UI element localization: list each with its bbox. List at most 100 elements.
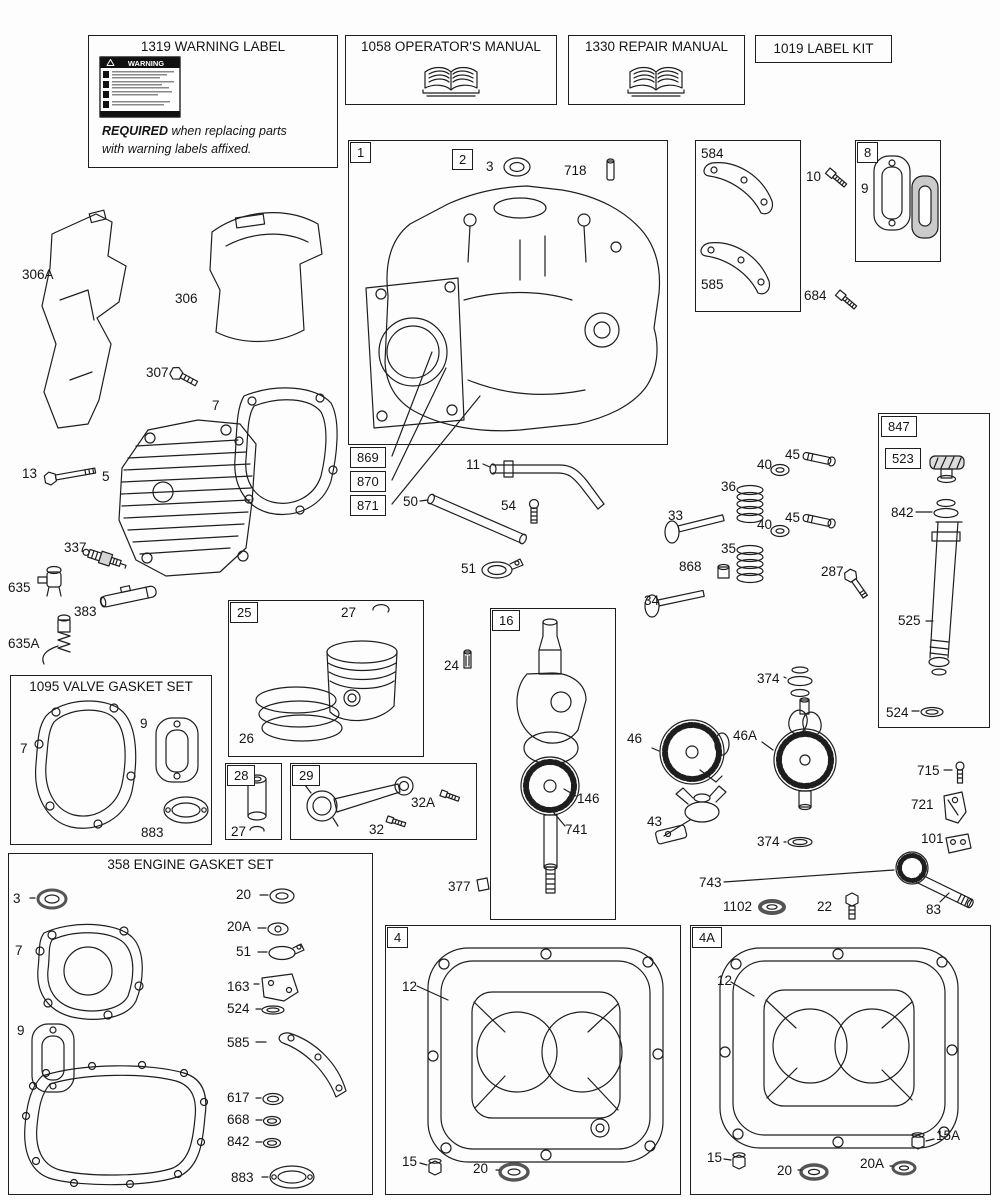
assembly-box-16-crankshaft: [490, 608, 616, 920]
assembly-ref-box-4A: 4A: [692, 927, 722, 948]
intake-gasket-9-drawing: [873, 155, 911, 231]
cam-gear-46-drawing: [651, 719, 730, 785]
part-number-15: 15: [402, 1154, 418, 1169]
kit-title-operators-manual: 1058 OPERATOR'S MANUAL: [361, 39, 541, 54]
exhaust-gasket-gasketset-drawing: [31, 1023, 75, 1093]
part-number-585: 585: [227, 1035, 250, 1050]
piston-pin-clip-drawing: [372, 604, 390, 613]
oil-sump-drawing: [416, 947, 664, 1163]
assembly-ref-box-523: 523: [885, 448, 921, 469]
part-number-26: 26: [239, 731, 255, 746]
part-number-46: 46: [627, 731, 643, 746]
part-number-668: 668: [227, 1112, 250, 1127]
part-number-374: 374: [757, 671, 780, 686]
part-number-617: 617: [227, 1090, 250, 1105]
governor-washer-374b-drawing: [783, 836, 813, 848]
part-number-5: 5: [102, 469, 110, 484]
part-number-635A: 635A: [8, 636, 40, 651]
piston-27-drawing: [326, 640, 398, 722]
part-number-7: 7: [212, 398, 220, 413]
bracket-gasket-163-drawing: [253, 973, 299, 1002]
part-number-51: 51: [236, 944, 252, 959]
valve-spring-35-drawing: [736, 544, 764, 584]
assembly-ref-box-28: 28: [227, 765, 256, 786]
set-box-1095-valve-gasket: 1095 VALVE GASKET SET: [10, 675, 212, 845]
part-number-9: 9: [17, 1023, 25, 1038]
part-number-12: 12: [402, 979, 418, 994]
screw-715-drawing: [943, 761, 965, 784]
gasket-883-gasketset-drawing: [261, 1165, 315, 1189]
part-number-524: 524: [886, 705, 909, 720]
part-number-1102: 1102: [723, 899, 753, 914]
part-number-715: 715: [917, 763, 940, 778]
part-number-20A: 20A: [227, 919, 252, 934]
part-number-721: 721: [911, 797, 934, 812]
kit-box-warning-label: 1319 WARNING LABEL REQUIRED when replaci…: [88, 35, 338, 168]
governor-assembly-43-drawing: [655, 785, 727, 845]
camshaft-46A-drawing: [761, 697, 837, 811]
bracket-721-drawing: [943, 791, 967, 824]
part-number-36: 36: [721, 479, 737, 494]
part-number-3: 3: [13, 891, 21, 906]
oil-pipe-11-drawing: [482, 460, 605, 510]
part-number-3: 3: [486, 159, 494, 174]
assembly-box-29-rod: [290, 763, 477, 840]
valve-cover-gasket-7-drawing: [234, 387, 338, 515]
breather-tube-383-drawing: [99, 585, 157, 608]
heat-shield-306A-drawing: [41, 209, 127, 429]
seal-20-gasketset-drawing: [259, 888, 295, 904]
exhaust-valve-34-drawing: [644, 589, 705, 618]
governor-washer-374a-drawing: [783, 666, 813, 698]
clip-101-drawing: [945, 833, 972, 854]
exhaust-gasket-584-drawing: [703, 162, 774, 215]
part-number-51: 51: [461, 561, 477, 576]
part-number-585: 585: [701, 277, 724, 292]
washer-20A-gasketset-drawing: [257, 922, 289, 936]
spark-plug-drawing: [82, 548, 127, 569]
dipstick-cap-523-drawing: [929, 455, 965, 484]
required-rest: when replacing parts: [167, 124, 287, 138]
assembly-ref-box-847: 847: [881, 416, 917, 437]
assembly-box-1-crankcase: [348, 140, 668, 445]
part-number-20A: 20A: [860, 1156, 885, 1171]
svg-text:WARNING: WARNING: [128, 59, 164, 68]
part-number-32: 32: [369, 822, 385, 837]
part-number-27: 27: [341, 605, 357, 620]
part-number-306: 306: [175, 291, 198, 306]
woodruff-key-377-drawing: [476, 877, 490, 892]
kit-title-label-kit: 1019 LABEL KIT: [773, 41, 874, 56]
part-number-15A: 15A: [936, 1128, 961, 1143]
part-number-883: 883: [141, 825, 164, 840]
head-gasket-gasketset-drawing: [35, 923, 144, 1020]
crank-seal-20-drawing: [495, 1162, 530, 1182]
part-number-377: 377: [448, 879, 471, 894]
oil-sump-4A-drawing: [719, 947, 959, 1149]
retainer-pin-45a-drawing: [802, 451, 836, 467]
assembly-ref-box-25: 25: [230, 602, 259, 623]
part-number-24: 24: [444, 658, 460, 673]
cylinder-head-drawing: [118, 419, 257, 577]
part-number-10: 10: [806, 169, 822, 184]
part-number-584: 584: [701, 146, 724, 161]
dowel-24-drawing: [463, 649, 472, 669]
part-number-46A: 46A: [733, 728, 758, 743]
part-number-20: 20: [473, 1161, 489, 1176]
required-line2: with warning labels affixed.: [102, 141, 252, 156]
part-number-33: 33: [668, 508, 684, 523]
part-number-22: 22: [817, 899, 833, 914]
dipstick-seal-842-drawing: [915, 498, 959, 519]
heat-shield-gasket-drawing: [911, 175, 939, 239]
part-number-40: 40: [757, 457, 773, 472]
part-number-306A: 306A: [22, 267, 54, 282]
assembly-ref-box-870: 870: [350, 471, 386, 492]
assembly-box-847-dipstick: [878, 413, 990, 728]
assembly-box-4A-sump: [690, 925, 991, 1195]
assembly-ref-box-1: 1: [350, 142, 372, 163]
part-number-50: 50: [403, 494, 419, 509]
oring-842-gasketset-drawing: [255, 1137, 282, 1149]
part-number-842: 842: [891, 505, 914, 520]
part-number-83: 83: [926, 902, 942, 917]
piston-rings-26-drawing: [255, 686, 343, 742]
